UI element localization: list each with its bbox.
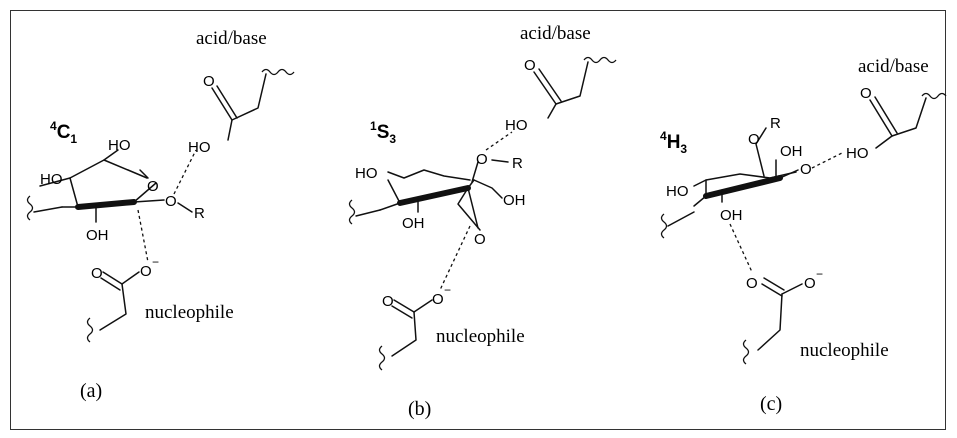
svg-text:R: R — [194, 205, 205, 222]
ring-wavy-left — [348, 199, 356, 225]
ring-wavy-left — [660, 213, 668, 239]
svg-text:O: O — [147, 178, 159, 195]
svg-text:O: O — [203, 73, 215, 90]
svg-text:O: O — [432, 291, 444, 308]
nucleophile-label: nucleophile — [436, 326, 525, 347]
panel-b: 1S3 acid/base O HO O HO OH OH O R O − — [348, 23, 617, 420]
figure-frame — [10, 10, 946, 430]
svg-text:R: R — [512, 155, 523, 172]
hbond-nucleophile — [729, 223, 753, 273]
ring-wavy-left — [26, 195, 34, 221]
acid-base-label: acid/base — [196, 28, 267, 49]
nuc-residue-wavy — [86, 317, 94, 343]
nuc-residue-wavy — [378, 345, 386, 371]
svg-text:HO: HO — [355, 165, 378, 182]
hbond-acid — [811, 151, 845, 169]
svg-text:O: O — [748, 131, 760, 148]
panel-c: 4H3 acid/base O HO O HO OH OH O R O O — [660, 56, 947, 415]
svg-text:OH: OH — [86, 227, 109, 244]
acid-residue-wavy — [261, 68, 295, 76]
svg-text:−: − — [816, 267, 823, 281]
conformation-label: 4H3 — [660, 129, 687, 156]
svg-text:OH: OH — [503, 192, 526, 209]
svg-text:O: O — [804, 275, 816, 292]
svg-text:HO: HO — [40, 171, 63, 188]
panel-label: (a) — [80, 380, 102, 402]
nuc-residue-wavy — [742, 339, 750, 365]
svg-text:HO: HO — [188, 139, 211, 156]
svg-text:O: O — [860, 85, 872, 102]
hbond-acid — [173, 149, 197, 195]
conformation-label: 1S3 — [370, 119, 396, 146]
svg-text:O: O — [382, 293, 394, 310]
svg-text:HO: HO — [505, 117, 528, 134]
hbond-acid — [485, 131, 513, 151]
acid-base-label: acid/base — [858, 56, 929, 77]
svg-text:O: O — [476, 151, 488, 168]
acid-residue-wavy — [921, 92, 947, 100]
hbond-nucleophile — [137, 209, 149, 263]
panel-label: (c) — [760, 393, 782, 415]
svg-text:−: − — [444, 283, 451, 297]
svg-text:OH: OH — [402, 215, 425, 232]
ring-bonds — [387, 169, 471, 181]
panel-label: (b) — [408, 398, 431, 420]
panel-a: 4C1 acid/base O HO O HO HO OH O R — [26, 28, 295, 402]
hbond-nucleophile — [439, 225, 471, 291]
svg-text:O: O — [524, 57, 536, 74]
ring-front-bond — [75, 199, 137, 210]
svg-text:O: O — [474, 231, 486, 248]
svg-text:HO: HO — [846, 145, 869, 162]
svg-text:O: O — [800, 161, 812, 178]
svg-text:OH: OH — [780, 143, 803, 160]
ring-front-bond — [703, 175, 783, 199]
svg-text:O: O — [165, 193, 177, 210]
svg-text:OH: OH — [720, 207, 743, 224]
svg-text:O: O — [746, 275, 758, 292]
svg-text:R: R — [770, 115, 781, 132]
acid-base-label: acid/base — [520, 23, 591, 44]
conformation-label: 4C1 — [50, 119, 77, 146]
svg-text:HO: HO — [108, 137, 131, 154]
acid-chain — [231, 73, 267, 121]
svg-text:HO: HO — [666, 183, 689, 200]
acid-residue-wavy — [583, 56, 617, 64]
ring-front-bond — [397, 185, 471, 206]
svg-text:O: O — [91, 265, 103, 282]
nucleophile-label: nucleophile — [800, 340, 889, 361]
svg-text:−: − — [152, 255, 159, 269]
svg-text:O: O — [140, 263, 152, 280]
nucleophile-label: nucleophile — [145, 302, 234, 323]
